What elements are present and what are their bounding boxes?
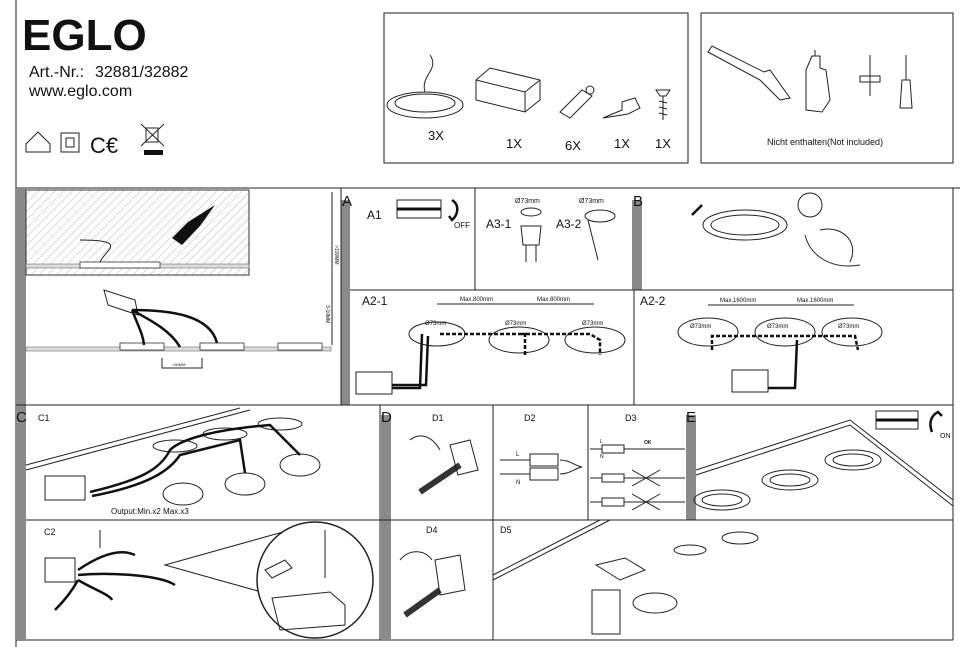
c1-output-note: Output:Min.x2 Max.x3 bbox=[111, 507, 189, 516]
driver-icon bbox=[731, 369, 769, 393]
d3-l: L bbox=[600, 439, 603, 445]
arrow-down-icon bbox=[448, 198, 459, 222]
section-label-b: B bbox=[633, 193, 643, 210]
hole-saw-icon bbox=[520, 225, 542, 262]
section-bar-e bbox=[686, 415, 696, 520]
website: www.eglo.com bbox=[28, 83, 132, 100]
screwdriver-icon bbox=[899, 55, 913, 109]
step-b bbox=[691, 192, 861, 267]
d3-ok: OK bbox=[644, 440, 652, 446]
driver-icon bbox=[591, 589, 621, 635]
step-a2-1: A2-1 Max.800mm Max.800mm Ø73mm Ø73mm Ø73… bbox=[355, 294, 626, 395]
switch-off-label: OFF bbox=[454, 221, 470, 230]
a2-1-max2: Max.800mm bbox=[537, 297, 570, 303]
step-e: ON bbox=[693, 410, 954, 511]
a3-1-label: A3-1 bbox=[486, 217, 512, 231]
header: EGLO Art.-Nr.: 32881/32882 www.eglo.com … bbox=[22, 11, 189, 158]
d3-label: D3 bbox=[625, 413, 637, 423]
a2-1-label: A2-1 bbox=[362, 294, 388, 308]
article-numbers: 32881/32882 bbox=[95, 64, 189, 81]
parts-box: 3X 1X 6X 1X 1X bbox=[383, 12, 689, 164]
tools-caption: Nicht enthalten(Not included) bbox=[767, 137, 883, 147]
step-a1: A1 OFF bbox=[367, 198, 470, 230]
section-bar-d bbox=[381, 415, 391, 640]
section-bar-left bbox=[16, 188, 26, 640]
downlight-illustration bbox=[386, 54, 464, 119]
connector-illustration bbox=[559, 85, 595, 119]
a2-1-dia-2: Ø73mm bbox=[505, 321, 526, 327]
section-label-c: C bbox=[16, 409, 27, 426]
step-d2: D2 L N bbox=[500, 413, 583, 486]
section-bar-a bbox=[341, 200, 350, 405]
a2-2-dia-2: Ø73mm bbox=[767, 324, 788, 330]
plug-illustration bbox=[602, 97, 641, 119]
d2-n: N bbox=[516, 480, 520, 486]
a2-2-dia-1: Ø73mm bbox=[690, 324, 711, 330]
c2-label: C2 bbox=[44, 527, 56, 537]
qty-screw: 1X bbox=[655, 136, 671, 151]
driver-icon bbox=[44, 475, 86, 501]
detail-magnifier bbox=[256, 521, 374, 639]
d1-label: D1 bbox=[432, 413, 444, 423]
tools-box: Nicht enthalten(Not included) bbox=[700, 12, 954, 164]
class-ii-icon bbox=[60, 132, 80, 153]
qty-driver: 1X bbox=[506, 136, 522, 151]
d2-label: D2 bbox=[524, 413, 536, 423]
a2-1-dia-1: Ø73mm bbox=[425, 321, 446, 327]
drill-icon bbox=[859, 55, 881, 96]
section-label-a: A bbox=[342, 193, 352, 210]
dim-side: 3-10MM bbox=[324, 305, 330, 323]
a2-1-max1: Max.800mm bbox=[460, 297, 493, 303]
a3-dia1: Ø73mm bbox=[515, 198, 540, 205]
driver-icon bbox=[355, 371, 393, 395]
panel-grid bbox=[16, 188, 953, 640]
qty-plug: 1X bbox=[614, 136, 630, 151]
weee-bin-icon bbox=[140, 123, 165, 155]
dim-spacing: >50MM bbox=[172, 362, 185, 367]
driver-illustration bbox=[475, 67, 541, 113]
ceiling-clearance-panel: >100MM 3-10MM >50MM bbox=[25, 189, 339, 369]
a3-dia2: Ø73mm bbox=[579, 198, 604, 205]
qty-downlight: 3X bbox=[428, 128, 444, 143]
step-a2-2: A2-2 Max.1600mm Max.1600mm Ø73mm Ø73mm Ø… bbox=[640, 294, 883, 393]
step-d1: D1 bbox=[409, 413, 479, 495]
d4-label: D4 bbox=[426, 525, 438, 535]
step-a3: Ø73mm Ø73mm A3-1 A3-2 bbox=[486, 198, 616, 262]
step-c1: C1 Output:Min.x2 Max.x3 bbox=[25, 407, 321, 516]
a2-2-max1: Max.1600mm bbox=[720, 298, 756, 304]
article-label: Art.-Nr.: bbox=[29, 64, 84, 81]
hole-saw-icon bbox=[805, 50, 831, 113]
a2-2-dia-3: Ø73mm bbox=[838, 324, 859, 330]
section-label-e: E bbox=[686, 409, 696, 426]
screw-illustration bbox=[655, 89, 671, 120]
switch-on-label: ON bbox=[940, 433, 951, 440]
section-label-d: D bbox=[381, 409, 392, 426]
step-a1-label: A1 bbox=[367, 208, 382, 222]
driver-icon bbox=[44, 557, 76, 583]
check-mark-icon bbox=[172, 205, 215, 245]
step-d5: D5 bbox=[492, 519, 759, 635]
d3-n: N bbox=[600, 454, 604, 460]
a2-2-label: A2-2 bbox=[640, 294, 666, 308]
d5-label: D5 bbox=[500, 525, 512, 535]
arrow-up-icon bbox=[929, 410, 943, 433]
qty-connector: 6X bbox=[565, 138, 581, 153]
a2-1-dia-3: Ø73mm bbox=[582, 321, 603, 327]
ce-mark-icon: C€ bbox=[90, 133, 118, 158]
a3-2-label: A3-2 bbox=[556, 217, 582, 231]
a2-2-max2: Max.1600mm bbox=[797, 298, 833, 304]
house-indoor-icon bbox=[25, 131, 51, 153]
section-bar-b bbox=[632, 200, 642, 290]
d2-l: L bbox=[516, 452, 520, 458]
c1-label: C1 bbox=[38, 413, 50, 423]
dim-top: >100MM bbox=[333, 245, 339, 265]
arrow-icon bbox=[409, 435, 441, 451]
step-c2: C2 bbox=[44, 521, 374, 639]
step-d3: D3 OK L N bbox=[590, 413, 685, 511]
step-d4: D4 bbox=[399, 525, 466, 618]
brand-logo: EGLO bbox=[22, 11, 147, 60]
saw-icon bbox=[707, 45, 791, 101]
